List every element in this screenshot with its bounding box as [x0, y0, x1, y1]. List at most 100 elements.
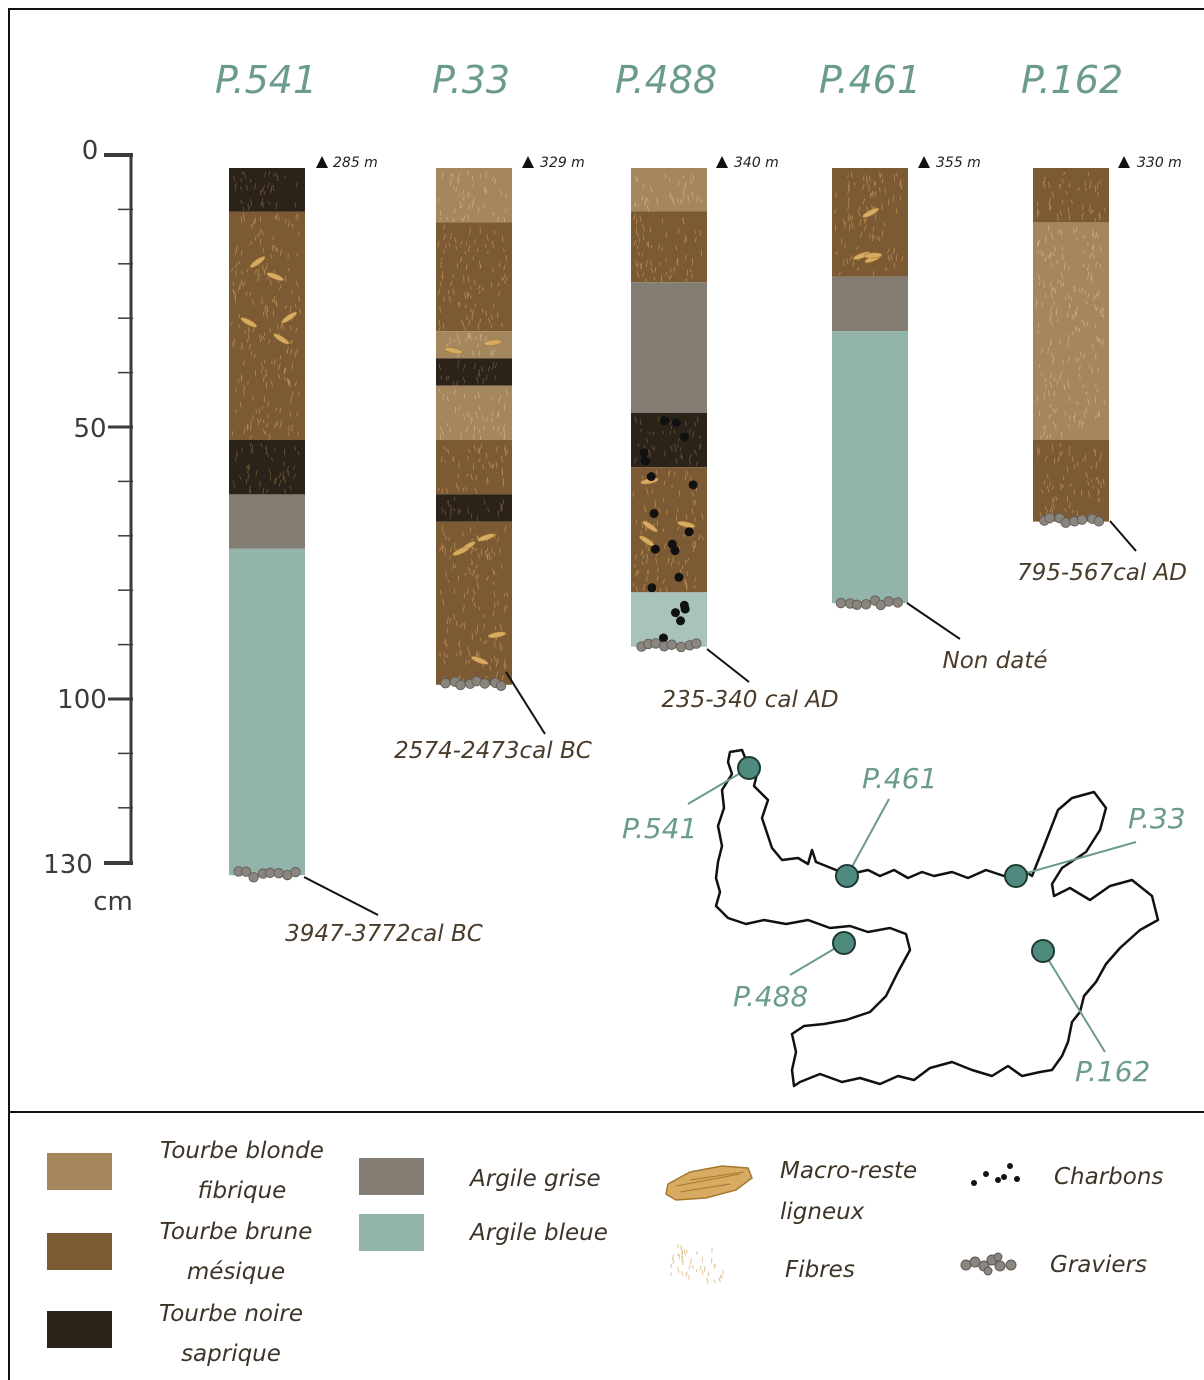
date-p541: 3947-3772cal BC	[285, 921, 483, 947]
core-name-p541: P.541	[215, 58, 317, 102]
depth-scale: 0 50 100 130 cm	[43, 136, 133, 917]
wood-fragment	[444, 347, 463, 355]
site-map: P.541 P.461 P.33 P.488 P.162	[622, 748, 1186, 1088]
date-p488: 235-340 cal AD	[661, 687, 838, 713]
core-name-p33: P.33	[432, 58, 510, 102]
core-name-p162: P.162	[1021, 58, 1123, 102]
wood-fragment	[483, 339, 502, 346]
elevation-marker-icon	[918, 156, 930, 168]
core-p33	[436, 168, 512, 692]
elevation-marker-icon	[316, 156, 328, 168]
date-p162: 795-567cal AD	[1017, 560, 1187, 586]
core-layer-blonde	[436, 385, 512, 440]
gravel	[495, 680, 507, 692]
core-p162	[1033, 168, 1109, 528]
date-leader-p33	[505, 671, 546, 735]
core-layer-grise	[229, 494, 305, 549]
core-layer-blonde	[436, 168, 512, 223]
elevation-p461: 355 m	[936, 155, 981, 171]
legend-label-blonde-1: Tourbe blonde	[160, 1138, 324, 1164]
charcoal-particle	[660, 416, 670, 426]
core-layer-brune	[1033, 440, 1109, 522]
date-p33: 2574-2473cal BC	[394, 738, 592, 764]
core-layer-bleue	[229, 548, 305, 876]
map-point-p33	[1004, 864, 1028, 888]
wood-fragment	[266, 272, 284, 281]
charcoal-particle	[674, 572, 684, 582]
wood-fragment	[477, 533, 496, 542]
elevation-marker-icon	[716, 156, 728, 168]
charcoal-particle	[647, 583, 657, 593]
map-point-p488	[832, 931, 856, 955]
wood-fragment	[677, 521, 696, 528]
core-p461	[832, 168, 908, 611]
charcoal-particle	[667, 539, 677, 549]
core-layer-grise	[832, 276, 908, 332]
fibre-texture	[441, 496, 505, 523]
date-leader-p541	[303, 876, 379, 916]
charcoal-particle	[680, 604, 690, 614]
figure-frame	[8, 8, 1204, 1380]
map-point-p162	[1031, 939, 1055, 963]
core-layer-blonde	[1033, 222, 1109, 440]
gravel	[1093, 516, 1105, 527]
map-label-p461: P.461	[862, 762, 937, 795]
wood-fragment	[642, 520, 658, 533]
elevation-marker-icon	[522, 156, 534, 168]
core-layer-brune	[436, 222, 512, 332]
gravel	[264, 867, 276, 879]
gravel	[248, 872, 259, 883]
legend-label-wood-1: Macro-reste	[780, 1158, 917, 1184]
core-layer-noire	[229, 440, 305, 495]
date-leader-p461	[906, 602, 961, 640]
legend-label-grise: Argile grise	[468, 1166, 601, 1192]
core-layer-brune	[436, 440, 512, 495]
wood-fragment	[249, 256, 266, 268]
fibres-icon	[670, 1244, 724, 1284]
elevations: 285 m 329 m 340 m 355 m 330 m	[316, 155, 1182, 171]
charcoal-particle	[646, 472, 656, 482]
map-label-p33: P.33	[1128, 802, 1186, 835]
core-p541	[229, 168, 305, 883]
legend-label-blonde-2: fibrique	[198, 1178, 287, 1204]
wood-fragment	[281, 311, 298, 324]
legend-swatch-brune	[47, 1233, 112, 1270]
date-p461: Non daté	[942, 648, 1047, 674]
fibre-texture	[232, 442, 300, 496]
fibre-texture	[1036, 171, 1106, 222]
gravel	[273, 867, 284, 879]
gravel	[650, 638, 661, 649]
core-layer-noire	[436, 494, 512, 522]
elevation-p33: 329 m	[540, 155, 585, 171]
elevation-marker-icon	[1118, 156, 1130, 168]
charcoal-icon	[971, 1163, 1020, 1186]
map-leader-p162	[1042, 950, 1106, 1053]
gravel	[440, 677, 451, 689]
core-name-p461: P.461	[819, 58, 921, 102]
core-layer-brune	[631, 211, 707, 283]
map-label-p162: P.162	[1075, 1055, 1150, 1088]
scale-label-50: 50	[73, 414, 106, 444]
wood-fragment	[852, 251, 871, 260]
gravel	[675, 641, 687, 653]
wood-fragment	[240, 317, 258, 328]
legend-label-wood-2: ligneux	[780, 1199, 865, 1225]
gravel	[290, 866, 301, 878]
fibre-texture	[438, 360, 497, 389]
charcoal-particle	[670, 608, 680, 618]
legend-swatch-bleue	[359, 1214, 424, 1251]
fibre-texture	[633, 213, 702, 285]
wood-fragment	[862, 207, 880, 218]
legend-swatch-blonde	[47, 1153, 112, 1190]
scale-label-100: 100	[57, 685, 107, 715]
scale-unit: cm	[93, 887, 133, 917]
core-layer-grise	[631, 282, 707, 413]
fibre-texture	[634, 173, 703, 212]
core-layer-noire	[229, 168, 305, 212]
gravel	[691, 638, 702, 649]
elevation-p541: 285 m	[333, 155, 378, 171]
legend-label-bleue: Argile bleue	[468, 1220, 608, 1246]
legend-label-charbons: Charbons	[1054, 1164, 1163, 1190]
legend: Tourbe blonde fibrique Tourbe brune mési…	[47, 1138, 1163, 1367]
